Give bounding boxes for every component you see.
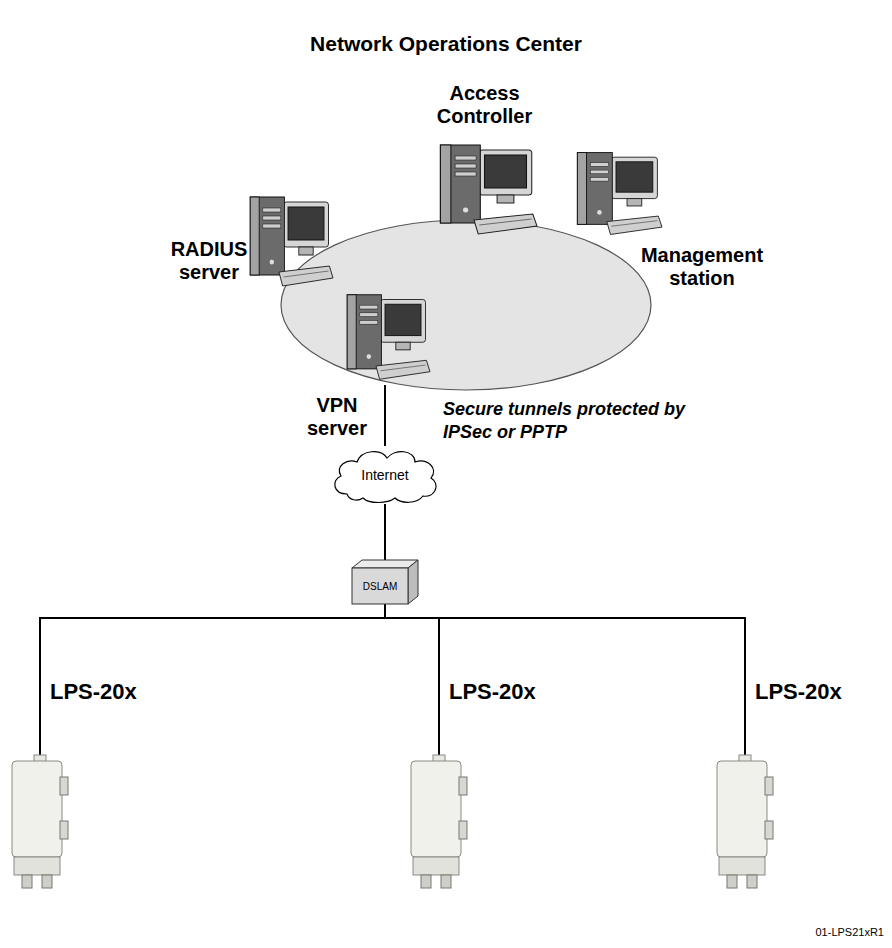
node-label: RADIUS server (161, 238, 257, 284)
network-link (385, 604, 439, 755)
enclosure-icon (409, 755, 469, 890)
computer-icon (432, 140, 537, 240)
node-label: VPN server (297, 394, 377, 440)
node-label: DSLAM (352, 568, 408, 604)
server-computer: VPN server (340, 290, 430, 385)
access-point-enclosure: LPS-20x (715, 755, 775, 890)
node-label: Internet (327, 446, 443, 504)
access-point-enclosure: LPS-20x (409, 755, 469, 890)
network-link (384, 385, 386, 446)
node-label: LPS-20x (449, 679, 599, 704)
computer-icon (570, 148, 662, 240)
network-link (40, 604, 385, 755)
server-computer: Management station (570, 148, 662, 240)
server-computer: Access Controller (432, 140, 537, 240)
figure-code: 01-LPS21xR1 (802, 926, 884, 940)
network-link (384, 504, 386, 560)
enclosure-icon (10, 755, 70, 890)
node-label: Access Controller (427, 82, 542, 128)
network-ring-ellipse (281, 220, 651, 390)
internet-cloud: Internet (327, 446, 443, 504)
server-computer: RADIUS server (243, 192, 333, 292)
node-label: LPS-20x (50, 679, 200, 704)
access-point-enclosure: LPS-20x (10, 755, 70, 890)
computer-icon (340, 290, 430, 385)
node-label: Management station (612, 244, 792, 290)
node-label: LPS-20x (755, 679, 892, 704)
dslam-box: DSLAM (352, 560, 418, 604)
tunnel-note: Secure tunnels protected by IPSec or PPT… (443, 398, 695, 443)
computer-icon (243, 192, 333, 292)
enclosure-icon (715, 755, 775, 890)
diagram-title: Network Operations Center (0, 32, 892, 56)
network-link (385, 604, 745, 755)
